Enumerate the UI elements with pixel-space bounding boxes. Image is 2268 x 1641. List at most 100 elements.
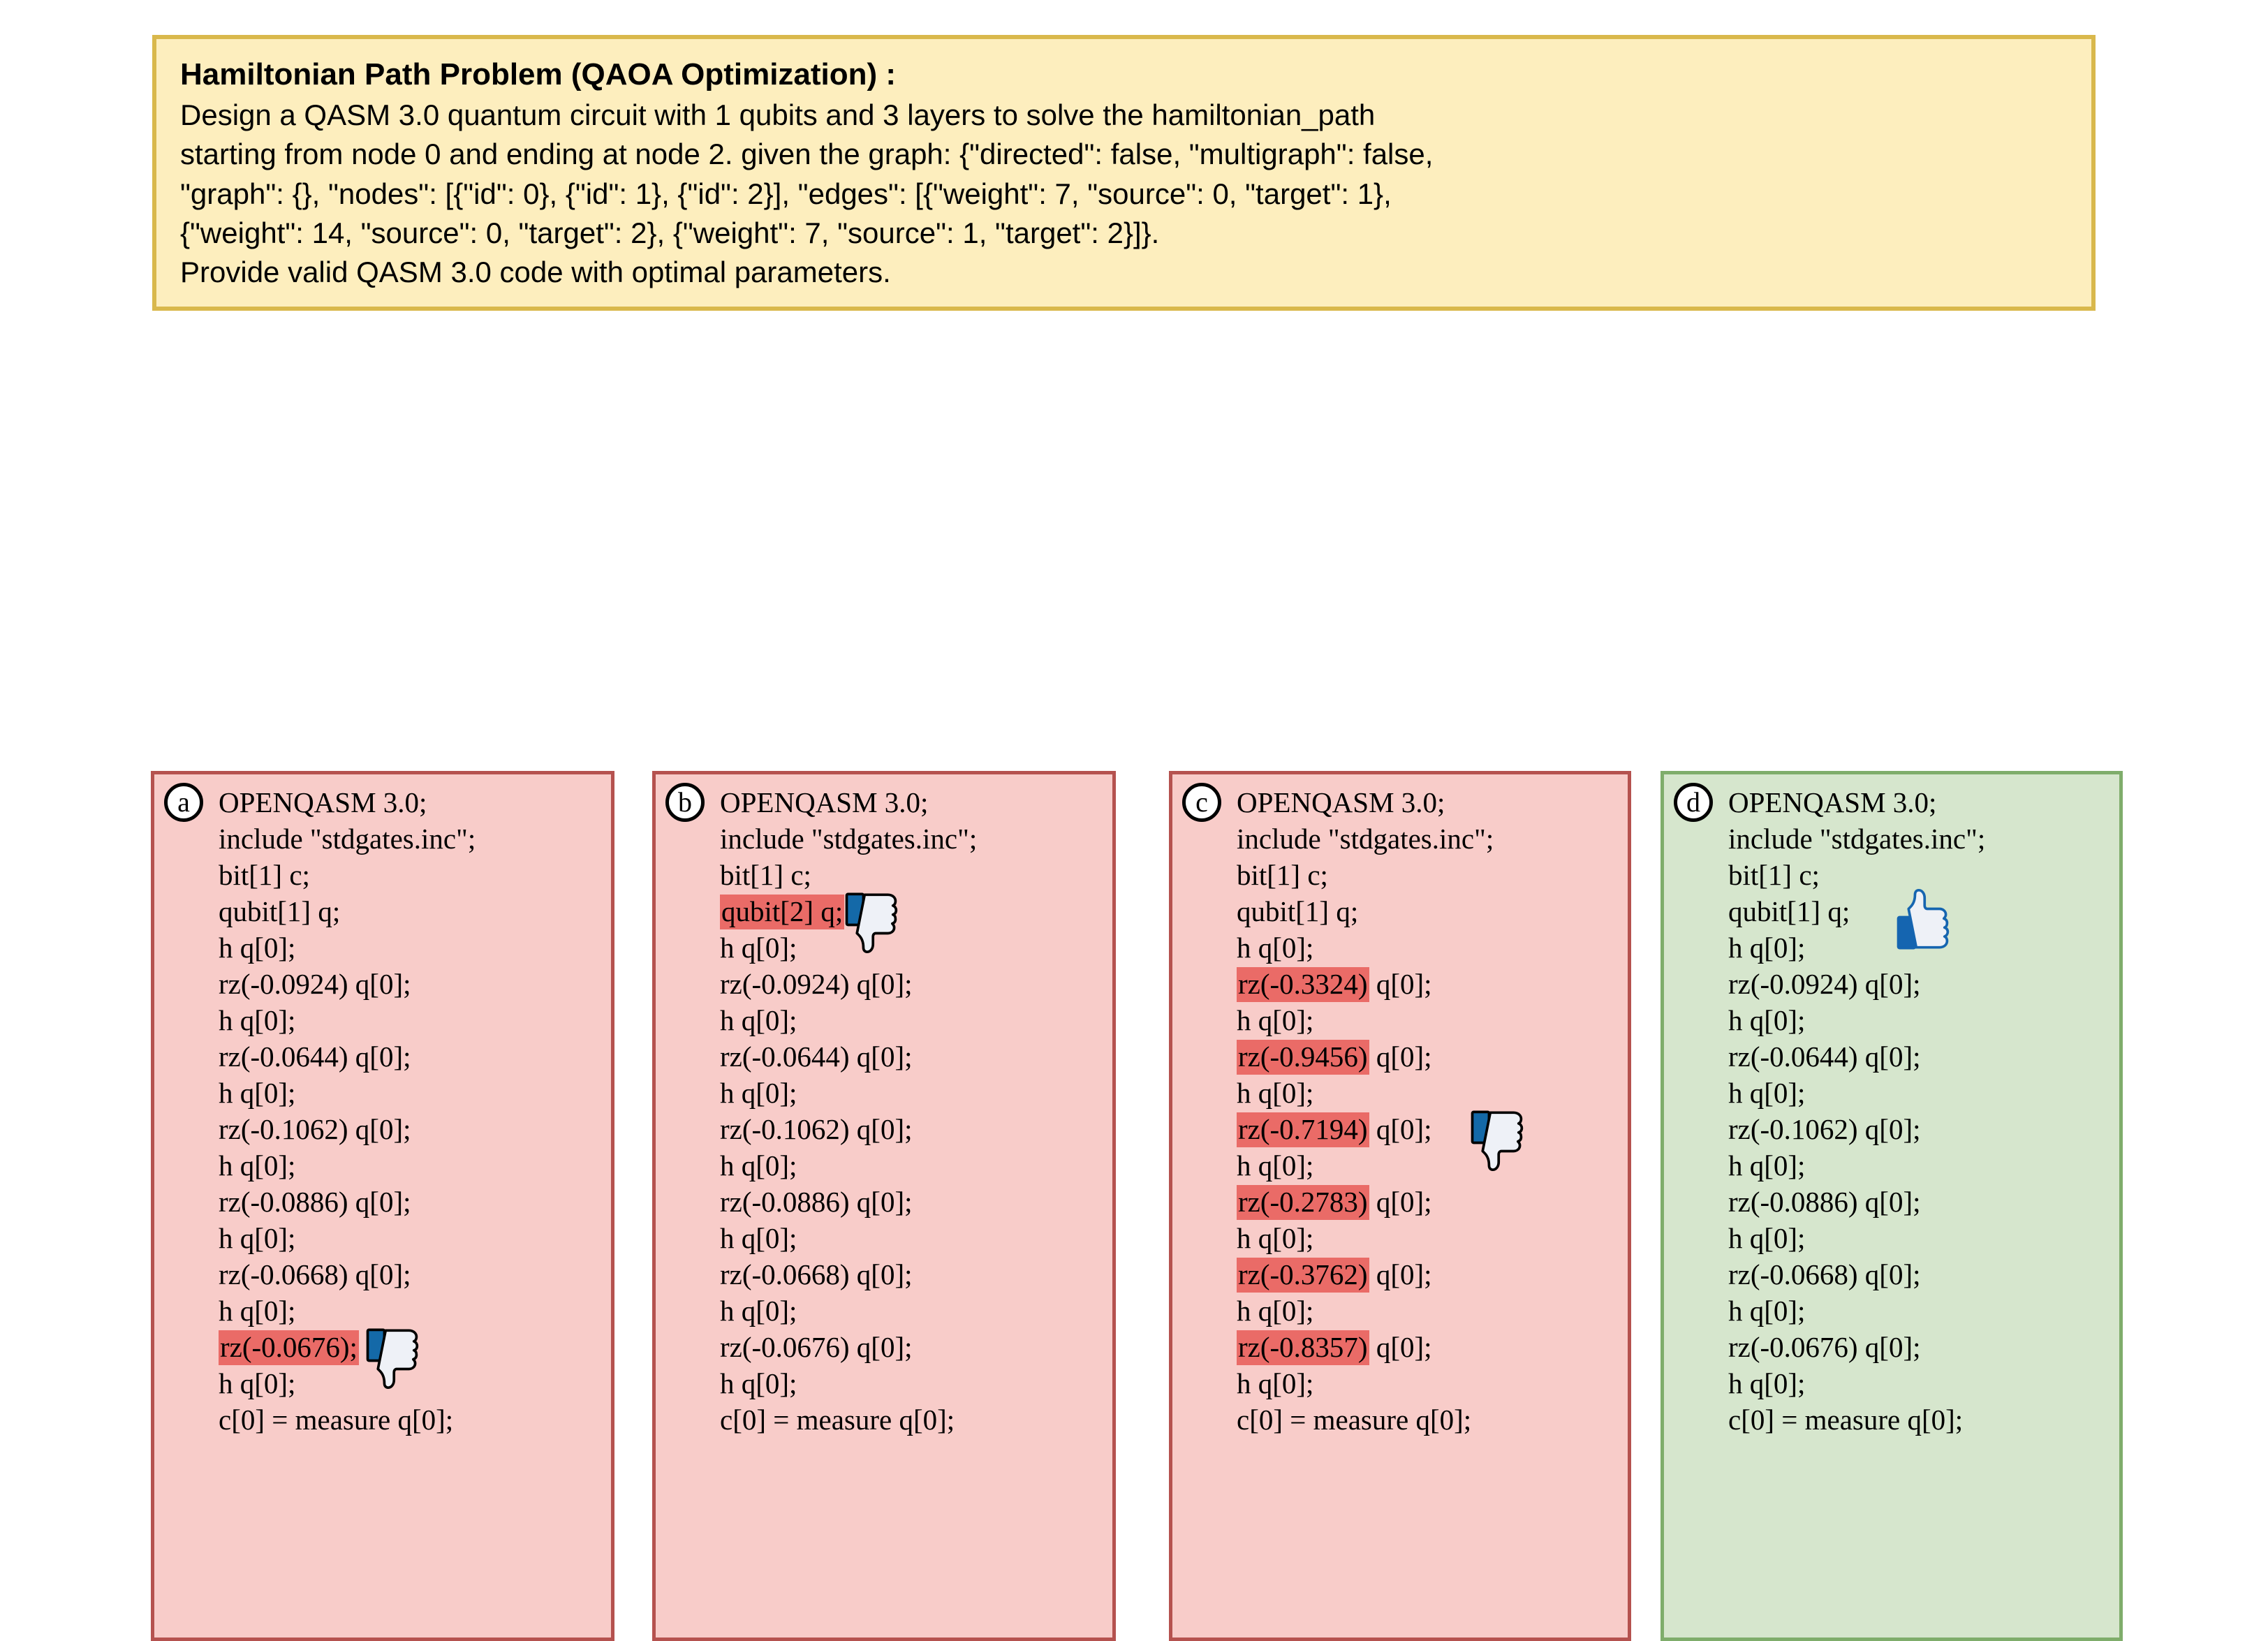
- code-line-text: h q[0];: [1237, 1149, 1314, 1182]
- code-line-text: include "stdgates.inc";: [1237, 823, 1494, 855]
- problem-description: Design a QASM 3.0 quantum circuit with 1…: [180, 96, 2068, 292]
- code-line: include "stdgates.inc";: [161, 820, 604, 857]
- code-line-text: rz(-0.0886) q[0];: [1728, 1186, 1921, 1218]
- code-line: h q[0];: [161, 1147, 604, 1184]
- code-line: OPENQASM 3.0;: [161, 784, 604, 820]
- code-line-suffix: q[0];: [1369, 1258, 1432, 1290]
- code-line: bit[1] c;: [1179, 857, 1621, 893]
- code-line: rz(-0.0644) q[0];: [1671, 1038, 2112, 1075]
- code-line: include "stdgates.inc";: [1671, 820, 2112, 857]
- code-line-text: rz(-0.0924) q[0];: [720, 968, 913, 1000]
- code-line-text: OPENQASM 3.0;: [720, 786, 929, 818]
- code-line: h q[0];: [1179, 1002, 1621, 1038]
- code-line: h q[0];: [1671, 1293, 2112, 1329]
- code-line-text: h q[0];: [1237, 1004, 1314, 1036]
- code-line: h q[0];: [663, 1293, 1105, 1329]
- code-line: rz(-0.0668) q[0];: [161, 1256, 604, 1293]
- code-line: rz(-0.0668) q[0];: [663, 1256, 1105, 1293]
- code-line: h q[0];: [1179, 929, 1621, 966]
- code-line: bit[1] c;: [663, 857, 1105, 893]
- code-line: h q[0];: [1671, 929, 2112, 966]
- code-line-text: h q[0];: [1728, 1222, 1806, 1254]
- code-line-text: h q[0];: [219, 1367, 296, 1399]
- thumbs-down-icon: [843, 889, 907, 953]
- problem-description-line: "graph": {}, "nodes": [{"id": 0}, {"id":…: [180, 177, 1392, 210]
- thumbs-up-icon: [1894, 889, 1959, 953]
- code-line: h q[0];: [663, 1075, 1105, 1111]
- code-line-text: bit[1] c;: [1728, 859, 1820, 891]
- code-line-text: h q[0];: [1237, 932, 1314, 964]
- highlighted-code-fragment: rz(-0.3324): [1237, 967, 1369, 1002]
- code-line-suffix: q[0];: [1369, 1186, 1432, 1218]
- code-line-text: rz(-0.0924) q[0];: [1728, 968, 1921, 1000]
- code-panel-b[interactable]: b OPENQASM 3.0; include "stdgates.inc"; bit…: [652, 771, 1116, 1641]
- code-line-text: rz(-0.0668) q[0];: [219, 1258, 411, 1290]
- problem-description-line: starting from node 0 and ending at node …: [180, 138, 1434, 171]
- code-line: h q[0];: [161, 1075, 604, 1111]
- code-line: rz(-0.8357) q[0];: [1179, 1329, 1621, 1365]
- problem-description-line: {"weight": 14, "source": 0, "target": 2}…: [180, 216, 1160, 249]
- code-line: rz(-0.0886) q[0];: [663, 1184, 1105, 1220]
- code-line-text: h q[0];: [720, 1367, 797, 1399]
- code-line: h q[0];: [663, 1220, 1105, 1256]
- code-line-text: bit[1] c;: [219, 859, 310, 891]
- code-line-text: h q[0];: [1728, 932, 1806, 964]
- code-block: OPENQASM 3.0;include "stdgates.inc";bit[…: [1671, 784, 2112, 1438]
- code-line-text: rz(-0.0886) q[0];: [219, 1186, 411, 1218]
- code-line-text: h q[0];: [219, 1004, 296, 1036]
- panel-label-b: b: [665, 783, 705, 822]
- code-line: rz(-0.1062) q[0];: [1671, 1111, 2112, 1147]
- code-line: rz(-0.1062) q[0];: [161, 1111, 604, 1147]
- code-line-text: rz(-0.0644) q[0];: [1728, 1040, 1921, 1073]
- code-line-text: h q[0];: [1728, 1149, 1806, 1182]
- code-line: h q[0];: [1179, 1293, 1621, 1329]
- code-line-text: include "stdgates.inc";: [219, 823, 476, 855]
- code-line-text: bit[1] c;: [720, 859, 811, 891]
- code-line-text: include "stdgates.inc";: [720, 823, 978, 855]
- code-line-text: rz(-0.0668) q[0];: [720, 1258, 913, 1290]
- code-line: h q[0];: [1671, 1075, 2112, 1111]
- code-line-text: rz(-0.0924) q[0];: [219, 968, 411, 1000]
- code-line: rz(-0.0676) q[0];: [1671, 1329, 2112, 1365]
- code-line: rz(-0.7194) q[0];: [1179, 1111, 1621, 1147]
- highlighted-code-fragment: rz(-0.7194): [1237, 1112, 1369, 1147]
- code-line-suffix: q[0];: [1369, 1331, 1432, 1363]
- problem-description-line: Provide valid QASM 3.0 code with optimal…: [180, 256, 891, 289]
- code-line-text: rz(-0.1062) q[0];: [219, 1113, 411, 1145]
- code-line: h q[0];: [663, 1365, 1105, 1401]
- code-line: h q[0];: [1671, 1147, 2112, 1184]
- code-line-text: h q[0];: [219, 932, 296, 964]
- code-line-text: h q[0];: [720, 1222, 797, 1254]
- code-line-text: c[0] = measure q[0];: [1728, 1404, 1964, 1436]
- code-line-suffix: q[0];: [1369, 968, 1432, 1000]
- code-line: c[0] = measure q[0];: [161, 1401, 604, 1438]
- code-line-text: h q[0];: [720, 1004, 797, 1036]
- code-line: c[0] = measure q[0];: [1671, 1401, 2112, 1438]
- problem-description-line: Design a QASM 3.0 quantum circuit with 1…: [180, 98, 1376, 132]
- panel-label-c: c: [1182, 783, 1221, 822]
- code-line: qubit[1] q;: [1179, 893, 1621, 929]
- code-line: OPENQASM 3.0;: [663, 784, 1105, 820]
- code-block: OPENQASM 3.0;include "stdgates.inc";bit[…: [1179, 784, 1621, 1438]
- code-line: include "stdgates.inc";: [663, 820, 1105, 857]
- code-line: qubit[1] q;: [1671, 893, 2112, 929]
- code-line: OPENQASM 3.0;: [1671, 784, 2112, 820]
- code-line: rz(-0.1062) q[0];: [663, 1111, 1105, 1147]
- code-line-text: h q[0];: [720, 1149, 797, 1182]
- code-line-text: rz(-0.0676) q[0];: [1728, 1331, 1921, 1363]
- code-line: h q[0];: [161, 929, 604, 966]
- code-line-text: h q[0];: [720, 1077, 797, 1109]
- code-line-text: h q[0];: [1728, 1367, 1806, 1399]
- code-block: OPENQASM 3.0; include "stdgates.inc"; bit[…: [663, 784, 1105, 1438]
- code-line-text: rz(-0.1062) q[0];: [1728, 1113, 1921, 1145]
- problem-title: Hamiltonian Path Problem (QAOA Optimizat…: [180, 57, 897, 91]
- code-line: h q[0];: [663, 1147, 1105, 1184]
- code-line-text: qubit[1] q;: [1728, 895, 1850, 927]
- code-line: h q[0];: [161, 1293, 604, 1329]
- panel-label-a: a: [164, 783, 203, 822]
- code-line: rz(-0.0886) q[0];: [161, 1184, 604, 1220]
- code-line: qubit[2] q;: [663, 893, 1105, 929]
